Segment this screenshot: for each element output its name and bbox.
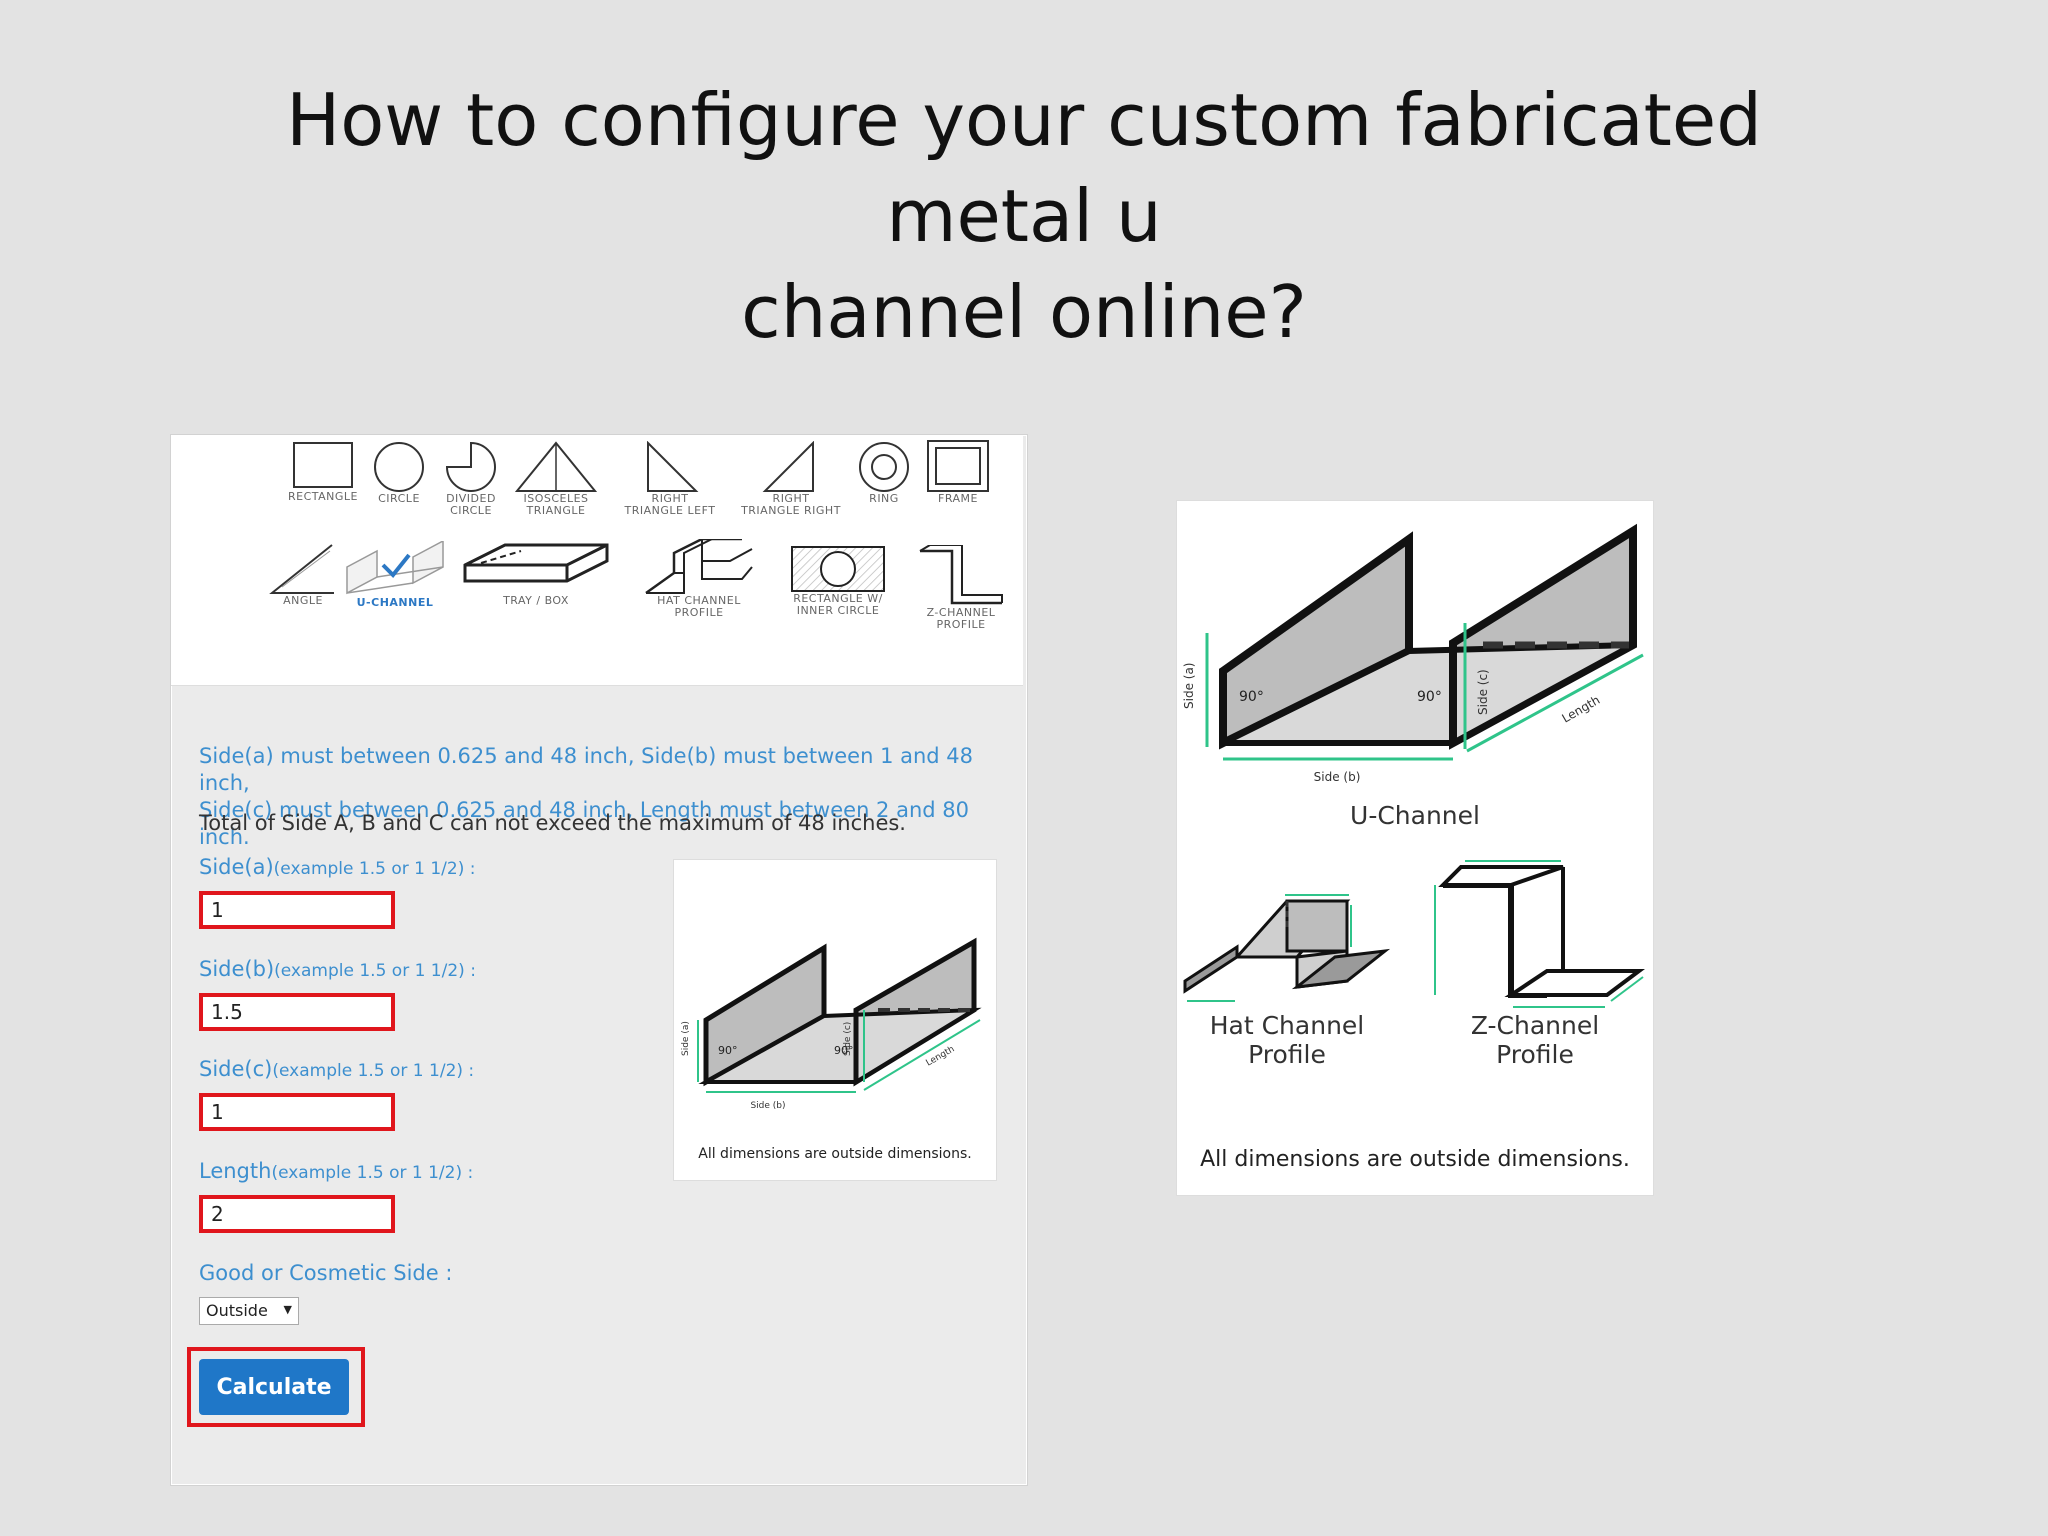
- shape-label: HAT CHANNEL PROFILE: [657, 594, 741, 619]
- u-channel-title: U-Channel: [1350, 801, 1480, 830]
- hat-title-line-1: Hat Channel: [1209, 1011, 1365, 1040]
- calculate-button[interactable]: Calculate: [199, 1359, 349, 1415]
- shape-label: Z-CHANNEL PROFILE: [926, 606, 996, 631]
- label-side-c: Side (c): [843, 1022, 853, 1056]
- total-note: Total of Side A, B and C can not exceed …: [199, 811, 906, 835]
- caret-down-icon: ▼: [283, 1303, 292, 1316]
- slide-title-line-1: How to configure your custom fabricated …: [286, 78, 1762, 258]
- example-hint: (example 1.5 or 1 1/2) :: [274, 961, 476, 981]
- info-line-2: Side(c) must between 0.625 and 48 inch, …: [199, 798, 969, 849]
- length-label: Length(example 1.5 or 1 1/2) :: [199, 1159, 473, 1183]
- label-side-c: Side (c): [1476, 669, 1490, 715]
- shape-rectangle[interactable]: RECTANGLE: [279, 441, 367, 503]
- label-angle-right: 90°: [1417, 689, 1442, 705]
- shape-label: ISOSCELES TRIANGLE: [523, 492, 589, 517]
- shape-divided-circle[interactable]: DIVIDED CIRCLE: [435, 441, 507, 517]
- divided-circle-icon: [445, 441, 496, 492]
- label-side-a: Side (a): [681, 1021, 691, 1056]
- shape-label: FRAME: [938, 492, 978, 505]
- hat-channel-icon: [645, 539, 753, 595]
- right-triangle-left-icon: [647, 441, 699, 492]
- side-a-label-text: Side(a): [199, 855, 274, 879]
- rectangle-inner-circle-icon: [791, 546, 885, 592]
- frame-icon: [927, 440, 989, 492]
- shape-u-channel[interactable]: U-CHANNEL: [341, 541, 449, 609]
- shape-angle[interactable]: ANGLE: [263, 543, 343, 607]
- dimension-limits-info: Side(a) must between 0.625 and 48 inch, …: [199, 743, 999, 851]
- slide-title-line-2: channel online?: [741, 270, 1307, 354]
- z-title-line-1: Z-Channel: [1470, 1011, 1600, 1040]
- calculate-highlight: [187, 1347, 365, 1427]
- side-b-label: Side(b)(example 1.5 or 1 1/2) :: [199, 957, 476, 981]
- label-angle-left: 90°: [1239, 689, 1264, 705]
- info-line-1: Side(a) must between 0.625 and 48 inch, …: [199, 744, 974, 795]
- shape-label: RING: [869, 492, 899, 505]
- label-side-b: Side (b): [750, 1101, 785, 1111]
- shape-hat-channel[interactable]: HAT CHANNEL PROFILE: [641, 539, 757, 619]
- u-channel-drawing: Side (a) Side (b) Side (c) Length 90° 90…: [681, 937, 982, 1111]
- shape-selector: RECTANGLE CIRCLE DIVIDED CIRCLE ISOSCELE…: [171, 435, 1023, 686]
- cosmetic-side-label: Good or Cosmetic Side :: [199, 1261, 453, 1285]
- label-side-b: Side (b): [1314, 770, 1361, 784]
- configurator-panel: RECTANGLE CIRCLE DIVIDED CIRCLE ISOSCELE…: [170, 434, 1028, 1486]
- hat-title-line-2: Profile: [1248, 1040, 1326, 1069]
- shape-z-channel[interactable]: Z-CHANNEL PROFILE: [913, 545, 1009, 631]
- shape-rectangle-inner-circle[interactable]: RECTANGLE W/ INNER CIRCLE: [785, 545, 891, 617]
- example-hint: (example 1.5 or 1 1/2) :: [272, 1061, 475, 1081]
- shape-label: U-CHANNEL: [356, 596, 434, 609]
- shape-circle[interactable]: CIRCLE: [367, 441, 431, 505]
- z-channel-icon: [919, 545, 1003, 605]
- side-a-input[interactable]: [199, 891, 395, 929]
- example-hint: (example 1.5 or 1 1/2) :: [273, 859, 476, 879]
- shape-right-triangle-left[interactable]: RIGHT TRIANGLE LEFT: [615, 441, 725, 517]
- shape-label: ANGLE: [283, 594, 323, 607]
- z-title-line-2: Profile: [1496, 1040, 1574, 1069]
- side-c-input[interactable]: [199, 1093, 395, 1131]
- angle-icon: [269, 544, 334, 594]
- profiles-diagram: Side (a) Side (b) Side (c) Length 90° 90…: [1176, 500, 1654, 1196]
- length-label-text: Length: [199, 1159, 272, 1183]
- z-channel-title: Z-Channel Profile: [1445, 1011, 1625, 1069]
- tray-box-icon: [463, 543, 609, 583]
- length-input[interactable]: [199, 1195, 395, 1233]
- isosceles-triangle-icon: [515, 441, 597, 492]
- shape-label: TRAY / BOX: [503, 594, 569, 607]
- inner-diagram-caption: All dimensions are outside dimensions.: [698, 1146, 972, 1162]
- ring-icon: [859, 442, 909, 492]
- label-angle-left: 90°: [718, 1044, 738, 1057]
- shape-label: DIVIDED CIRCLE: [446, 492, 496, 517]
- shape-label: RIGHT TRIANGLE RIGHT: [741, 492, 841, 517]
- side-b-label-text: Side(b): [199, 957, 275, 981]
- shape-frame[interactable]: FRAME: [923, 439, 993, 505]
- side-a-label: Side(a)(example 1.5 or 1 1/2) :: [199, 855, 475, 879]
- label-side-a: Side (a): [1182, 663, 1196, 709]
- example-hint: (example 1.5 or 1 1/2) :: [271, 1163, 474, 1183]
- hat-channel-title: Hat Channel Profile: [1197, 1011, 1377, 1069]
- label-length: Length: [925, 1044, 957, 1068]
- shape-label: CIRCLE: [378, 492, 420, 505]
- shape-right-triangle-right[interactable]: RIGHT TRIANGLE RIGHT: [733, 441, 849, 517]
- u-channel-icon: [346, 541, 444, 595]
- u-channel-diagram-small: Side (a) Side (b) Side (c) Length 90° 90…: [673, 859, 997, 1181]
- shape-isosceles-triangle[interactable]: ISOSCELES TRIANGLE: [511, 441, 601, 517]
- side-c-label-text: Side(c): [199, 1057, 273, 1081]
- label-angle-right: 90°: [834, 1044, 854, 1057]
- side-c-label: Side(c)(example 1.5 or 1 1/2) :: [199, 1057, 474, 1081]
- circle-icon: [374, 442, 424, 492]
- slide-title: How to configure your custom fabricated …: [180, 72, 1868, 360]
- shape-label: RECTANGLE: [288, 490, 358, 503]
- cosmetic-side-select[interactable]: Outside ▼: [199, 1297, 299, 1325]
- rectangle-icon: [293, 442, 353, 488]
- side-b-input[interactable]: [199, 993, 395, 1031]
- right-diagram-caption: All dimensions are outside dimensions.: [1200, 1147, 1630, 1172]
- shape-tray-box[interactable]: TRAY / BOX: [461, 539, 611, 607]
- shape-label: RIGHT TRIANGLE LEFT: [624, 492, 716, 517]
- right-triangle-right-icon: [762, 441, 814, 492]
- profiles-drawing: Side (a) Side (b) Side (c) Length 90° 90…: [1182, 523, 1645, 1008]
- shape-label: RECTANGLE W/ INNER CIRCLE: [793, 592, 883, 617]
- cosmetic-side-value: Outside: [206, 1301, 268, 1320]
- shape-ring[interactable]: RING: [853, 441, 915, 505]
